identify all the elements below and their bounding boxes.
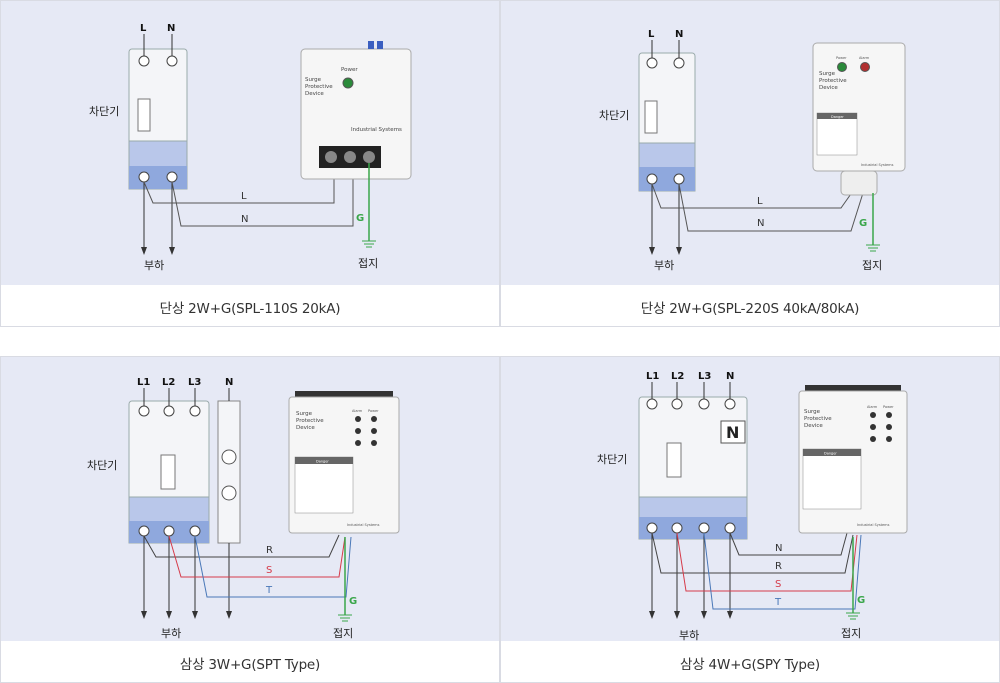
load-label: 부하 [144,258,164,272]
terminal-label-l2: L2 [162,377,175,388]
indicator-label-power: Power [368,409,379,413]
breaker-label: 차단기 [597,453,627,466]
wire-label-t: T [774,597,782,608]
ground-label: 접지 [358,257,378,270]
device-text-1: Surge [305,77,322,83]
terminal-label-l3: L3 [698,371,711,382]
surge-protective-device [812,42,906,196]
breaker-n-mark: N [726,423,739,442]
circuit-breaker [638,52,696,192]
device-text-1: Surge [819,71,836,77]
diagram-panel-1: L N 차단기 부하 L N [0,0,500,327]
breaker-label: 차단기 [87,459,117,472]
diagram-panel-2: L N 차단기 부하 L N Power Alarm S [500,0,1000,327]
terminal-label-l3: L3 [188,377,201,388]
wire-label-r: R [775,561,782,572]
wiring-diagram-3: L1 L2 L3 N 차단기 부하 R S T [1,357,499,641]
device-text-3: Device [804,423,823,429]
device-text-1: Surge [296,411,313,417]
circuit-breaker [128,400,210,544]
load-label: 부하 [654,258,674,272]
device-text-3: Device [305,91,324,97]
breaker-label: 차단기 [89,105,119,118]
diagram-panel-3: L1 L2 L3 N 차단기 부하 R S T [0,356,500,683]
wire-label-s: S [266,565,272,576]
device-text-3: Device [296,425,315,431]
terminal-label-l: L [648,29,655,40]
terminal-label-l1: L1 [137,377,150,388]
ground-label: 접지 [333,627,353,640]
circuit-breaker [128,48,188,190]
wiring-diagram-2: L N 차단기 부하 L N Power Alarm S [501,1,999,285]
ground-label: 접지 [862,259,882,272]
surge-protective-device [288,391,400,534]
wire-label-g: G [349,596,357,607]
wire-label-r: R [266,545,273,556]
wire-label-s: S [775,579,781,590]
diagram-caption-4: 삼상 4W+G(SPY Type) [680,657,820,673]
diagram-caption-1: 단상 2W+G(SPL-110S 20kA) [159,301,341,317]
surge-protective-device [798,385,908,534]
wire-label-l: L [241,191,247,202]
device-text-2: Protective [305,84,333,90]
indicator-label-power: Power [883,405,894,409]
terminal-label-n: N [726,371,734,382]
surge-protective-device [300,41,412,180]
danger-label: Danger [316,460,329,464]
wire-label-n: N [757,218,764,229]
device-text-2: Protective [819,78,847,84]
device-text-3: Device [819,85,838,91]
load-label: 부하 [161,626,181,640]
danger-label: Danger [831,115,844,119]
terminal-label-l2: L2 [671,371,684,382]
wire-label-n: N [241,214,248,225]
indicator-label-power: Power [836,56,847,60]
terminal-label-n: N [167,23,175,34]
diagram-caption-3: 삼상 3W+G(SPT Type) [179,657,321,673]
neutral-terminal-block [217,400,241,544]
wire-label-n: N [775,543,782,554]
indicator-label-alarm: Alarm [352,409,363,413]
wiring-diagram-1: L N 차단기 부하 L N [1,1,499,285]
indicator-label-alarm: Alarm [859,56,870,60]
diagram-panel-4: N L1 L2 L3 N 차단기 부하 N R S T [500,356,1000,683]
wire-label-g: G [857,595,865,606]
diagram-caption-2: 단상 2W+G(SPL-220S 40kA/80kA) [640,301,860,317]
brand-text: Industrial Systems [857,523,890,527]
device-text-1: Surge [804,409,821,415]
brand-text: Industrial Systems [347,523,380,527]
wiring-diagram-4: N L1 L2 L3 N 차단기 부하 N R S T [501,357,999,641]
ground-label: 접지 [841,627,861,640]
wire-label-t: T [265,585,273,596]
terminal-label-n: N [225,377,233,388]
indicator-label-power: Power [341,67,358,73]
wire-label-g: G [859,218,867,229]
wire-label-g: G [356,213,364,224]
terminal-label-l1: L1 [646,371,659,382]
terminal-label-l: L [140,23,147,34]
danger-label: Danger [824,452,837,456]
brand-text: Industrial Systems [351,127,402,133]
brand-text: Industrial Systems [861,163,894,167]
device-text-2: Protective [804,416,832,422]
load-label: 부하 [679,628,699,641]
circuit-breaker [638,396,748,540]
indicator-label-alarm: Alarm [867,405,878,409]
wire-label-l: L [757,196,763,207]
device-text-2: Protective [296,418,324,424]
terminal-label-n: N [675,29,683,40]
breaker-label: 차단기 [599,109,629,122]
